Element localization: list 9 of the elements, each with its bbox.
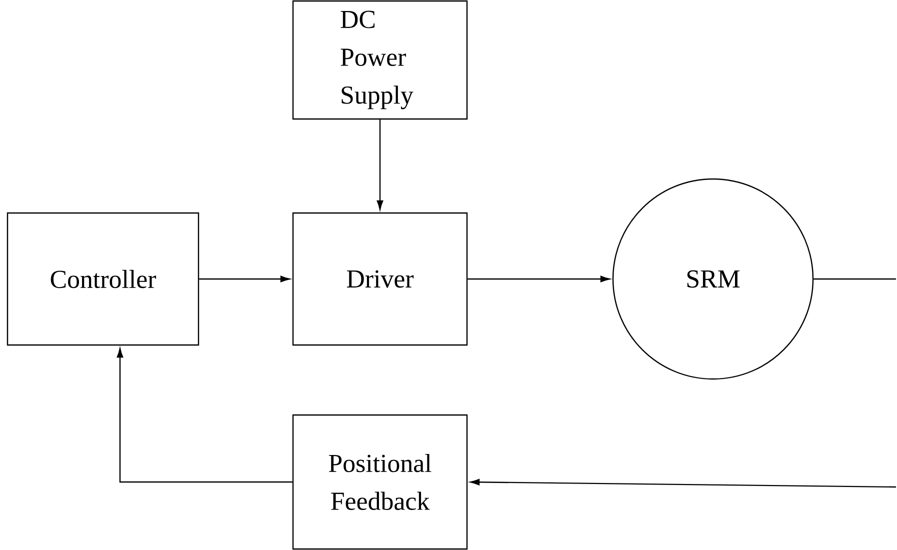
feedback-box: Positional Feedback (292, 414, 468, 550)
arrow (468, 276, 610, 282)
arrow (376, 120, 384, 210)
controller-box: Controller (6, 212, 200, 346)
arrow (199, 276, 290, 282)
power-supply-box: DC Power Supply (292, 0, 468, 120)
arrow (116, 348, 292, 483)
driver-box: Driver (292, 212, 468, 346)
arrow (470, 478, 896, 488)
